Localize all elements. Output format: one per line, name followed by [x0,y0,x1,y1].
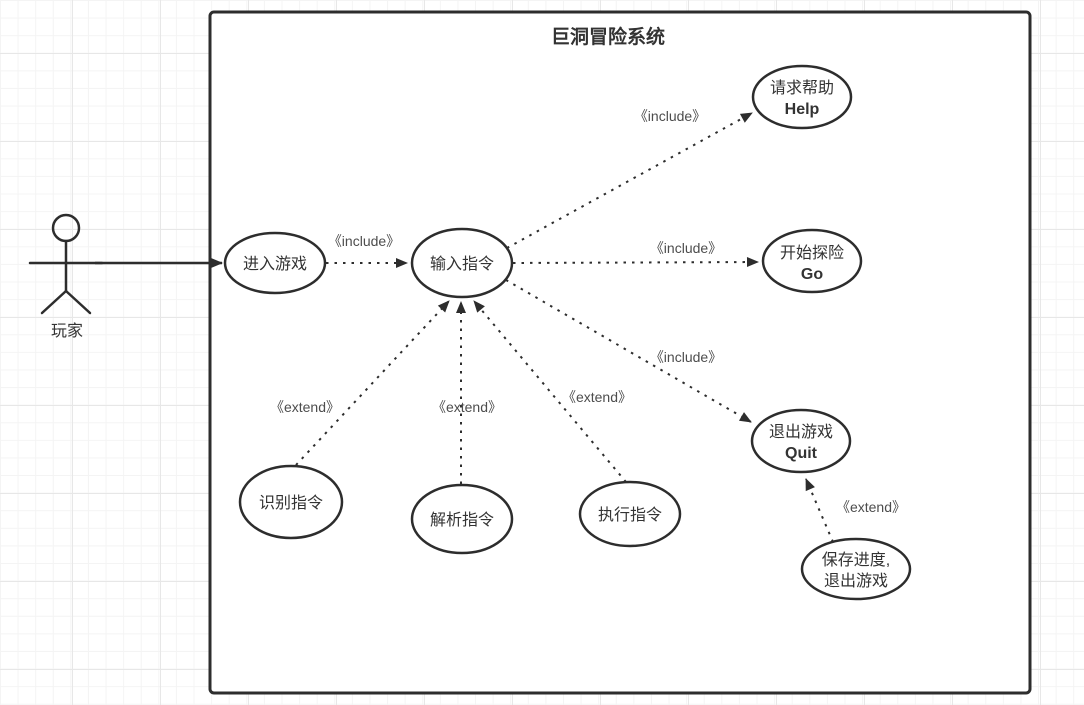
system-boundary[interactable]: 巨洞冒险系统 [208,10,1032,695]
edge-execute-command-input-command[interactable]: 《extend》 [473,300,632,483]
usecase-label: 进入游戏 [243,255,307,273]
usecase-execute-command[interactable]: 执行指令 [578,480,682,548]
edge-label-include: 《include》 [328,233,400,249]
edge-label-include: 《include》 [634,108,706,124]
usecase-label: 保存进度, [822,551,890,569]
edge-input-command-start-explore[interactable]: 《include》 [512,240,759,268]
usecase-request-help[interactable]: 请求帮助 Help [751,64,853,130]
usecase-label: 识别指令 [259,494,323,512]
edge-parse-command-input-command[interactable]: 《extend》 [432,301,502,484]
usecase-quit-game[interactable]: 退出游戏 Quit [750,408,852,474]
usecase-sublabel: Help [785,101,820,118]
edge-label-extend: 《extend》 [270,399,340,415]
usecase-sublabel: 退出游戏 [824,572,888,590]
usecase-start-explore[interactable]: 开始探险 Go [761,228,863,294]
usecase-sublabel: Quit [785,445,818,462]
usecase-parse-command[interactable]: 解析指令 [410,483,514,555]
edge-input-command-request-help[interactable]: 《include》 [506,108,753,249]
actor-player[interactable]: 玩家 [28,213,104,340]
edge-label-extend: 《extend》 [562,389,632,405]
edge-label-include: 《include》 [650,349,722,365]
usecase-input-command[interactable]: 输入指令 [410,227,514,299]
usecase-sublabel: Go [801,266,823,283]
usecase-label: 请求帮助 [770,79,834,97]
edge-label-include: 《include》 [650,240,722,256]
usecase-save-and-quit[interactable]: 保存进度, 退出游戏 [800,537,912,601]
actor-label: 玩家 [51,322,83,340]
edge-enter-game-input-command[interactable]: 《include》 [326,233,408,268]
edge-save-and-quit-quit-game[interactable]: 《extend》 [805,478,906,543]
edge-label-extend: 《extend》 [836,499,906,515]
usecase-label: 开始探险 [780,244,844,262]
usecase-recognize-command[interactable]: 识别指令 [238,464,344,540]
edge-label-extend: 《extend》 [432,399,502,415]
edge-input-command-quit-game[interactable]: 《include》 [505,279,752,423]
usecase-label: 输入指令 [430,255,494,273]
system-boundary-box[interactable] [208,10,1032,695]
usecase-label: 执行指令 [598,506,662,524]
edge-recognize-command-input-command[interactable]: 《extend》 [270,300,450,466]
system-title: 巨洞冒险系统 [551,25,665,48]
usecase-label: 解析指令 [430,511,494,529]
usecase-enter-game[interactable]: 进入游戏 [223,231,327,295]
stick-figure-icon [28,213,104,315]
usecase-label: 退出游戏 [769,423,833,441]
